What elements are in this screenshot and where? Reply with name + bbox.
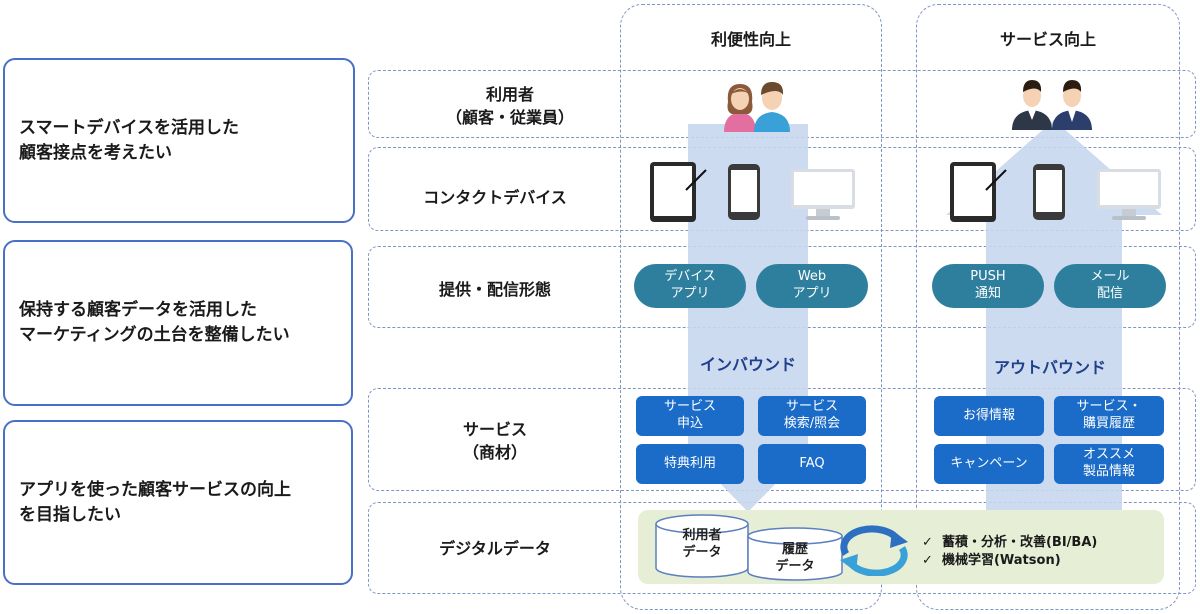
- recommended-products-button[interactable]: オススメ 製品情報: [1054, 444, 1164, 484]
- outbound-label: アウトバウンド: [993, 358, 1106, 377]
- man-user-icon: [1012, 80, 1092, 130]
- inbound-label: インバウンド: [699, 355, 796, 374]
- row-label-delivery: 提供・配信形態: [438, 280, 551, 299]
- row-label-devices: コンタクトデバイス: [423, 188, 567, 207]
- database-icon: [747, 527, 843, 581]
- goal-box-smart-device: スマートデバイスを活用した 顧客接点を考えたい: [3, 58, 355, 223]
- check-item-machine-learning: ✓ 機械学習(Watson): [922, 549, 1061, 568]
- check-item-analytics: ✓ 蓄積・分析・改善(BI/BA): [922, 531, 1097, 550]
- monitor-icon: [1097, 169, 1161, 220]
- pill-device-app: デバイス アプリ: [634, 264, 746, 308]
- column-title-service: サービス向上: [999, 30, 1096, 49]
- monitor-icon: [791, 169, 855, 220]
- row-label-users: 利用者 （顧客・従業員）: [445, 85, 574, 128]
- refresh-cycle-icon: [840, 525, 908, 576]
- faq-button[interactable]: FAQ: [758, 444, 866, 484]
- check-icon: ✓: [922, 553, 933, 568]
- database-icon: [655, 514, 749, 578]
- tablet-icon: [650, 162, 707, 222]
- smartphone-icon: [728, 164, 760, 220]
- service-apply-button[interactable]: サービス 申込: [636, 396, 744, 436]
- row-digital-data: [368, 502, 1196, 594]
- check-text: 蓄積・分析・改善(BI/BA): [941, 535, 1098, 550]
- column-frame-convenience: [620, 4, 882, 610]
- goal-text: アプリを使った顧客サービスの向上 を目指したい: [19, 479, 291, 525]
- column-title-convenience: 利便性向上: [710, 30, 791, 49]
- goal-text: 保持する顧客データを活用した マーケティングの土台を整備したい: [19, 300, 290, 345]
- pill-web-app: Web アプリ: [756, 264, 868, 308]
- purchase-history-button[interactable]: サービス・ 購買履歴: [1054, 396, 1164, 436]
- pill-mail-delivery: メール 配信: [1054, 264, 1166, 308]
- row-label-services: サービス （商材）: [462, 420, 527, 463]
- women-user-icon: [724, 82, 790, 132]
- row-label-digital-data: デジタルデータ: [439, 539, 551, 558]
- check-text: 機械学習(Watson): [941, 553, 1061, 568]
- benefit-use-button[interactable]: 特典利用: [636, 444, 744, 484]
- db-history-data-label: 履歴 データ: [775, 542, 815, 574]
- goal-box-customer-data: 保持する顧客データを活用した マーケティングの土台を整備したい: [3, 240, 353, 406]
- column-frame-service: [916, 4, 1180, 610]
- campaign-button[interactable]: キャンペーン: [934, 444, 1044, 484]
- tablet-icon: [950, 162, 1007, 222]
- service-search-button[interactable]: サービス 検索/照会: [758, 396, 866, 436]
- pill-push-notification: PUSH 通知: [932, 264, 1044, 308]
- check-icon: ✓: [922, 535, 933, 550]
- goal-box-app-service: アプリを使った顧客サービスの向上 を目指したい: [3, 420, 353, 585]
- goal-text: スマートデバイスを活用した 顧客接点を考えたい: [19, 117, 239, 163]
- deals-button[interactable]: お得情報: [934, 396, 1044, 436]
- db-user-data-label: 利用者 データ: [682, 528, 722, 560]
- smartphone-icon: [1033, 164, 1065, 220]
